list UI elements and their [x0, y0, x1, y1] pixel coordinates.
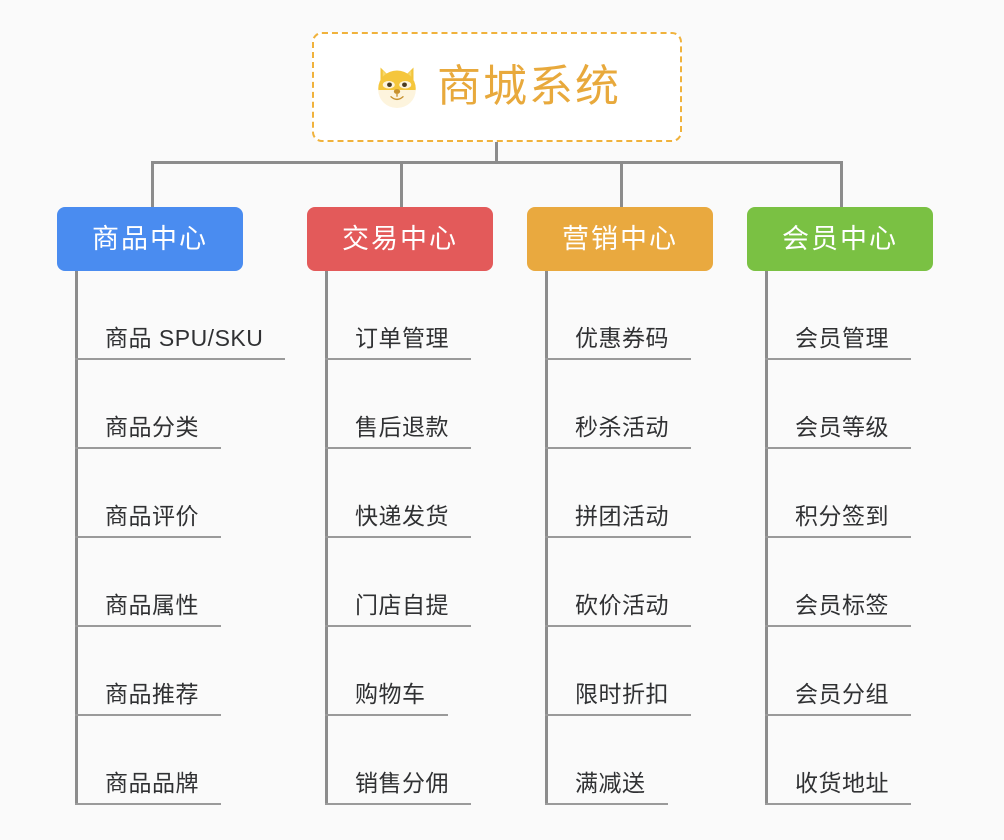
leaf-label: 会员等级 — [795, 413, 889, 440]
leaf-item[interactable]: 商品属性 — [75, 538, 335, 627]
leaf-label: 销售分佣 — [355, 769, 449, 796]
leaf-label: 购物车 — [355, 680, 426, 707]
leaf-label: 售后退款 — [355, 413, 449, 440]
leaf-label: 收货地址 — [795, 769, 889, 796]
leaf-item[interactable]: 商品评价 — [75, 449, 335, 538]
leaf-item[interactable]: 售后退款 — [325, 360, 585, 449]
leaf-label: 商品属性 — [105, 591, 199, 618]
leaf-list-1: 商品 SPU/SKU 商品分类 商品评价 商品属性 商品推荐 商品品牌 — [75, 271, 335, 805]
connector-root-stem — [495, 142, 498, 164]
leaf-item[interactable]: 订单管理 — [325, 271, 585, 360]
shiba-dog-icon — [373, 63, 421, 111]
leaf-label: 砍价活动 — [575, 591, 669, 618]
branch-header-label: 交易中心 — [342, 223, 458, 254]
branch-column-2: 交易中心 订单管理 售后退款 快递发货 门店自提 购物车 销售分佣 — [307, 207, 493, 805]
branch-spine-4 — [765, 271, 768, 805]
branch-header-marketing-center[interactable]: 营销中心 — [527, 207, 713, 271]
leaf-item[interactable]: 收货地址 — [765, 716, 1004, 805]
leaf-list-3: 优惠券码 秒杀活动 拼团活动 砍价活动 限时折扣 满减送 — [545, 271, 805, 805]
leaf-label: 商品品牌 — [105, 769, 199, 796]
leaf-item[interactable]: 会员标签 — [765, 538, 1004, 627]
connector-drop-2 — [400, 161, 403, 209]
leaf-label: 满减送 — [575, 769, 646, 796]
leaf-item[interactable]: 拼团活动 — [545, 449, 805, 538]
branch-column-4: 会员中心 会员管理 会员等级 积分签到 会员标签 会员分组 收货地址 — [747, 207, 933, 805]
leaf-label: 商品 SPU/SKU — [105, 324, 264, 351]
branch-header-trade-center[interactable]: 交易中心 — [307, 207, 493, 271]
branch-header-product-center[interactable]: 商品中心 — [57, 207, 243, 271]
leaf-list-4: 会员管理 会员等级 积分签到 会员标签 会员分组 收货地址 — [765, 271, 1004, 805]
root-title: 商城系统 — [437, 62, 621, 111]
branch-header-label: 营销中心 — [562, 223, 678, 254]
branch-column-1: 商品中心 商品 SPU/SKU 商品分类 商品评价 商品属性 商品推荐 商品品牌 — [57, 207, 286, 805]
leaf-item[interactable]: 会员等级 — [765, 360, 1004, 449]
branch-spine-2 — [325, 271, 328, 805]
leaf-label: 会员分组 — [795, 680, 889, 707]
leaf-item[interactable]: 满减送 — [545, 716, 805, 805]
branch-header-member-center[interactable]: 会员中心 — [747, 207, 933, 271]
leaf-item[interactable]: 积分签到 — [765, 449, 1004, 538]
branch-column-3: 营销中心 优惠券码 秒杀活动 拼团活动 砍价活动 限时折扣 满减送 — [527, 207, 713, 805]
leaf-label: 优惠券码 — [575, 324, 669, 351]
leaf-label: 积分签到 — [795, 502, 889, 529]
leaf-label: 快递发货 — [355, 502, 449, 529]
leaf-item[interactable]: 购物车 — [325, 627, 585, 716]
leaf-item[interactable]: 优惠券码 — [545, 271, 805, 360]
leaf-label: 拼团活动 — [575, 502, 669, 529]
branch-header-label: 会员中心 — [782, 223, 898, 254]
leaf-label: 商品评价 — [105, 502, 199, 529]
leaf-list-2: 订单管理 售后退款 快递发货 门店自提 购物车 销售分佣 — [325, 271, 585, 805]
leaf-item[interactable]: 门店自提 — [325, 538, 585, 627]
leaf-label: 秒杀活动 — [575, 413, 669, 440]
leaf-item[interactable]: 秒杀活动 — [545, 360, 805, 449]
leaf-item[interactable]: 砍价活动 — [545, 538, 805, 627]
leaf-label: 门店自提 — [355, 591, 449, 618]
connector-horizontal-bus — [151, 161, 841, 164]
leaf-item[interactable]: 商品品牌 — [75, 716, 335, 805]
leaf-label: 订单管理 — [355, 324, 449, 351]
leaf-item[interactable]: 商品推荐 — [75, 627, 335, 716]
branch-spine-3 — [545, 271, 548, 805]
connector-drop-4 — [840, 161, 843, 209]
leaf-item[interactable]: 销售分佣 — [325, 716, 585, 805]
connector-drop-3 — [620, 161, 623, 209]
leaf-label: 会员标签 — [795, 591, 889, 618]
leaf-item[interactable]: 商品 SPU/SKU — [75, 271, 335, 360]
branch-spine-1 — [75, 271, 78, 805]
leaf-label: 商品推荐 — [105, 680, 199, 707]
leaf-item[interactable]: 会员管理 — [765, 271, 1004, 360]
leaf-label: 商品分类 — [105, 413, 199, 440]
leaf-label: 限时折扣 — [575, 680, 669, 707]
leaf-item[interactable]: 会员分组 — [765, 627, 1004, 716]
leaf-label: 会员管理 — [795, 324, 889, 351]
root-node-mall-system[interactable]: 商城系统 — [312, 32, 682, 142]
branch-header-label: 商品中心 — [92, 223, 208, 254]
leaf-item[interactable]: 商品分类 — [75, 360, 335, 449]
leaf-item[interactable]: 限时折扣 — [545, 627, 805, 716]
leaf-item[interactable]: 快递发货 — [325, 449, 585, 538]
connector-drop-1 — [151, 161, 154, 209]
